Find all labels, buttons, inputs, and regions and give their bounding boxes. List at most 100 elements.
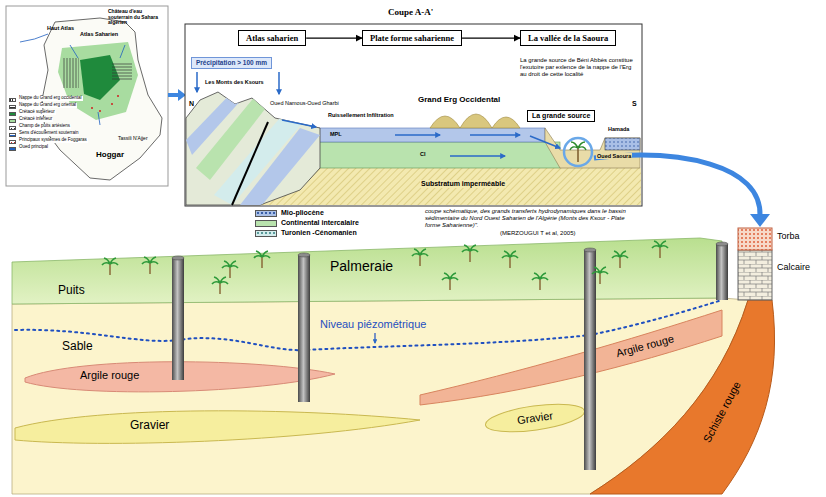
legend-text: Crétacé supérieur — [18, 110, 56, 115]
precipitation-box: Précipitation > 100 mm — [191, 57, 272, 69]
compass-letter: S — [632, 100, 637, 108]
cross-section — [197, 72, 560, 156]
layer-label: Sable — [62, 340, 93, 354]
layer-label: Argile rouge — [615, 332, 676, 360]
block-diagram — [420, 310, 722, 405]
layer-code: MPL — [330, 131, 342, 137]
legend-text: Turonien -Cénomanien — [281, 229, 357, 237]
layer-label: Argile rouge — [80, 369, 139, 382]
cross-section — [430, 114, 520, 128]
cross-section — [240, 128, 320, 205]
block-diagram — [172, 258, 184, 380]
legend-swatch — [255, 210, 277, 217]
block-diagram — [716, 244, 728, 300]
inset-map — [98, 112, 100, 125]
node-text: La vallée de la Saoura — [528, 33, 608, 43]
reference-note: (MERZOUGUI T et al, 2005) — [500, 230, 575, 237]
block-diagram — [738, 228, 772, 250]
legend-swatch — [9, 140, 16, 144]
legend-swatch — [9, 105, 16, 109]
legend-text: Mio-pliocène — [281, 209, 324, 217]
cross-section — [185, 24, 642, 206]
figure-caption: coupe schématique, des grands transferts… — [425, 208, 640, 229]
layer-label: Gravier — [130, 419, 169, 433]
cross-section — [570, 142, 586, 150]
legend-text: Nappe du Grand erg oriental — [18, 103, 77, 108]
layer-label: Torba — [777, 231, 800, 241]
inset-map — [6, 6, 168, 186]
zoom-arrow — [594, 155, 760, 216]
cross-section — [185, 24, 642, 206]
block-diagram — [102, 258, 118, 275]
cross-section — [605, 138, 640, 150]
legend-swatch — [9, 126, 16, 130]
block-diagram — [374, 333, 375, 343]
block-diagram — [298, 253, 310, 257]
cross-section — [450, 155, 505, 157]
block-diagram — [412, 249, 428, 266]
zoom-arrow — [750, 214, 770, 227]
inset-map — [91, 95, 119, 112]
layer-label: Substratum imperméable — [420, 180, 506, 188]
plateau-label: Hamada — [608, 126, 629, 132]
block-diagram — [462, 245, 478, 262]
legend-text: Principaux systèmes de Foggaras — [18, 138, 88, 143]
inset-map — [111, 103, 113, 105]
layer-label: Gravier — [516, 409, 553, 427]
inset-map — [117, 95, 119, 97]
legend-swatch — [255, 230, 277, 237]
spring-box: La grande source — [527, 110, 595, 122]
legend-text: Sens d'écoulement souterrain — [18, 131, 79, 136]
section-title: Coupe A-A' — [388, 7, 433, 17]
block-diagram — [15, 411, 420, 444]
legend-text: Champ de puits artésiens — [18, 124, 71, 129]
cross-section — [564, 138, 592, 166]
cross-section — [318, 128, 545, 142]
inset-map — [120, 45, 125, 58]
map-label: Hoggar — [96, 150, 124, 159]
block-diagram — [298, 255, 310, 402]
block-diagram — [442, 273, 458, 290]
legend-swatch — [9, 119, 16, 123]
block-diagram — [142, 257, 158, 274]
block-diagram — [172, 256, 184, 260]
legend-text: Continental intercalaire — [281, 219, 359, 227]
legend-swatch — [9, 112, 16, 116]
well-label: Puits — [58, 284, 85, 298]
node-text: Plate forme saharienne — [370, 33, 454, 43]
relief-label: Les Monts des Ksours — [205, 79, 264, 85]
node-text: La grande source — [532, 112, 590, 120]
inset-map — [70, 45, 78, 58]
surface-label: Palmeraie — [330, 258, 393, 274]
layer-label: Schiste rouge — [701, 379, 744, 444]
inset-map — [20, 34, 48, 42]
map-title: Château d'eau souterrain du Sahara algér… — [108, 9, 164, 26]
block-diagram — [584, 250, 596, 470]
block-diagram — [716, 242, 728, 246]
inset-map — [91, 107, 93, 109]
map-arrow — [168, 93, 178, 97]
legend-swatch — [9, 98, 16, 102]
flow-arrow — [462, 37, 520, 38]
map-label: Tassili N'Ajjer — [118, 136, 148, 142]
inset-map — [58, 42, 138, 120]
compass-letter: N — [189, 100, 194, 108]
cross-section — [196, 72, 198, 92]
inset-map — [6, 6, 168, 186]
cross-section — [232, 122, 268, 205]
block-diagram — [12, 228, 775, 494]
block-diagram — [612, 251, 628, 268]
cross-section — [300, 142, 560, 168]
block-diagram — [738, 250, 772, 300]
inset-map — [99, 110, 101, 112]
process-label: Ruissellement Infiltration — [328, 112, 394, 118]
node-text: Atlas saharien — [246, 33, 298, 43]
region-label: Grand Erg Occidental — [418, 95, 500, 104]
region-box: Plate forme saharienne — [362, 30, 462, 46]
cross-section — [395, 134, 440, 136]
legend-swatch — [9, 133, 16, 137]
block-diagram — [254, 251, 270, 268]
block-diagram — [502, 251, 518, 268]
layer-code: CI — [420, 151, 426, 157]
